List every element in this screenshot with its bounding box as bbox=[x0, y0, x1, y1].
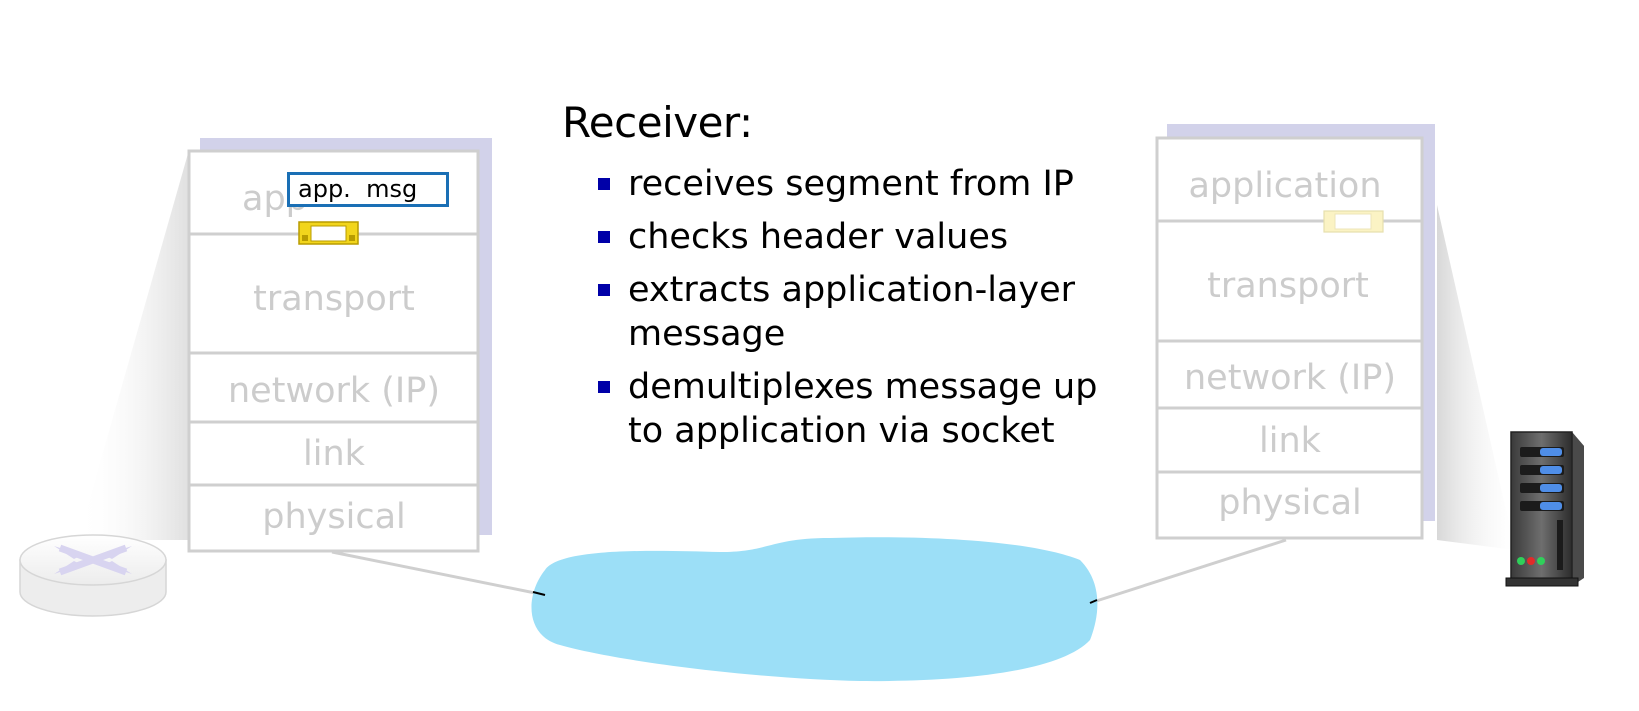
router-icon bbox=[19, 534, 167, 617]
left-host-beam bbox=[78, 150, 189, 540]
right-layer-link: link bbox=[1259, 421, 1322, 461]
receiver-steps-list: receives segment from IP checks header v… bbox=[598, 162, 1118, 462]
right-protocol-stack: application transport network (IP) link … bbox=[1155, 124, 1435, 540]
bullet-square-icon bbox=[598, 381, 610, 393]
bullet-square-icon bbox=[598, 284, 610, 296]
bullet-square-icon bbox=[598, 231, 610, 243]
left-layer-transport: transport bbox=[253, 279, 415, 319]
app-message-box: app. msg bbox=[287, 172, 449, 207]
bullet-text: extracts application-layer message bbox=[628, 270, 1076, 354]
left-link-line bbox=[331, 550, 546, 597]
faded-segment-header-icon bbox=[1323, 210, 1384, 233]
left-protocol-stack: app transport network (IP) link physical bbox=[187, 138, 492, 553]
left-layer-network: network (IP) bbox=[228, 371, 440, 411]
bullet-text: checks header values bbox=[628, 217, 1009, 257]
bullet-text: receives segment from IP bbox=[628, 164, 1074, 204]
bullet-square-icon bbox=[598, 178, 610, 190]
left-layer-link: link bbox=[303, 434, 366, 474]
network-cloud bbox=[531, 537, 1098, 682]
server-icon bbox=[1505, 431, 1584, 587]
list-item: checks header values bbox=[598, 215, 1118, 259]
list-item: extracts application-layer message bbox=[598, 268, 1118, 356]
receiver-heading: Receiver: bbox=[562, 98, 753, 147]
list-item: demultiplexes message up to application … bbox=[598, 365, 1118, 453]
cloud-edge-right bbox=[1089, 599, 1098, 604]
cloud-edge-left bbox=[532, 591, 546, 596]
right-link-line bbox=[1089, 538, 1287, 605]
right-host-beam bbox=[1437, 205, 1515, 550]
left-layer-physical: physical bbox=[262, 497, 406, 537]
list-item: receives segment from IP bbox=[598, 162, 1118, 206]
right-layer-network: network (IP) bbox=[1184, 358, 1396, 398]
right-layer-physical: physical bbox=[1218, 483, 1362, 523]
right-layer-application: application bbox=[1188, 166, 1381, 206]
segment-header-icon bbox=[298, 221, 359, 245]
right-layer-transport: transport bbox=[1207, 266, 1369, 306]
bullet-text: demultiplexes message up to application … bbox=[628, 367, 1098, 451]
